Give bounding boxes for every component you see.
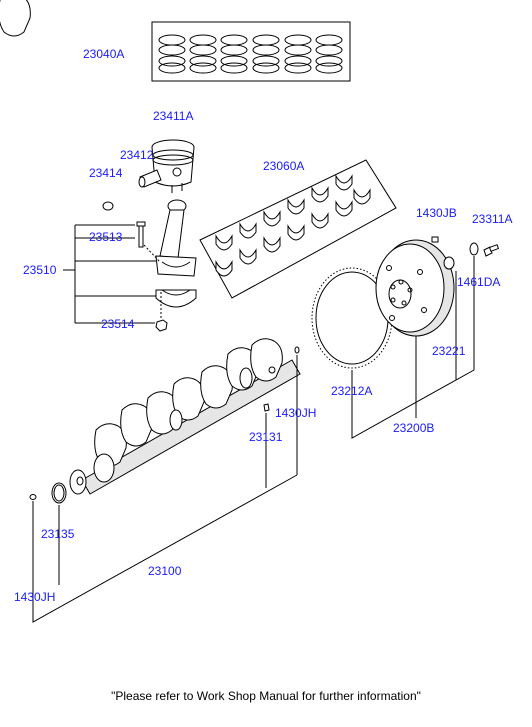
bearing-set-frame [199, 159, 397, 299]
callout-23040A[interactable]: 23040A [83, 47, 125, 61]
crank-plug-bottom [29, 494, 37, 500]
callout-23100[interactable]: 23100 [148, 564, 182, 578]
crank-key [263, 403, 270, 412]
callout-23135[interactable]: 23135 [41, 527, 75, 541]
pilot-bushing [443, 256, 455, 270]
bearing-set [199, 159, 397, 299]
callout-23513[interactable]: 23513 [89, 230, 123, 244]
crank-plug-top [294, 346, 300, 354]
callout-23412[interactable]: 23412 [120, 148, 154, 162]
ring-set-frame [151, 21, 351, 82]
footer-note: "Please refer to Work Shop Manual for fu… [111, 689, 421, 703]
callout-23131[interactable]: 23131 [249, 430, 283, 444]
callout-23311A[interactable]: 23311A [472, 212, 513, 226]
bearing-ring [469, 242, 479, 256]
callout-1430JB[interactable]: 1430JB [416, 206, 457, 220]
piston-ring-set [151, 21, 351, 82]
callout-1430JH-bottom[interactable]: 1430JH [14, 590, 56, 604]
flywheel [375, 239, 455, 337]
rod-nut [155, 319, 168, 332]
rod-cap [155, 289, 197, 308]
callout-23212A[interactable]: 23212A [331, 384, 373, 398]
connecting-rod [155, 199, 197, 277]
callout-23414[interactable]: 23414 [89, 166, 123, 180]
callout-1430JH-top[interactable]: 1430JH [275, 406, 317, 420]
callout-23060A[interactable]: 23060A [263, 159, 305, 173]
piston [151, 139, 195, 193]
piston-pin [138, 169, 162, 188]
flywheel-bolt [483, 244, 500, 257]
callout-23514[interactable]: 23514 [101, 317, 135, 331]
crankshaft [0, 0, 301, 495]
callout-23411A[interactable]: 23411A [153, 109, 194, 123]
callout-23200B[interactable]: 23200B [393, 421, 435, 435]
callout-23221[interactable]: 23221 [432, 344, 466, 358]
oil-seal-ring [51, 482, 67, 504]
callout-1461DA[interactable]: 1461DA [457, 275, 501, 289]
snap-ring [102, 201, 114, 211]
rod-bolt [136, 221, 146, 248]
dowel-pin [431, 236, 439, 243]
callout-23510[interactable]: 23510 [23, 263, 57, 277]
